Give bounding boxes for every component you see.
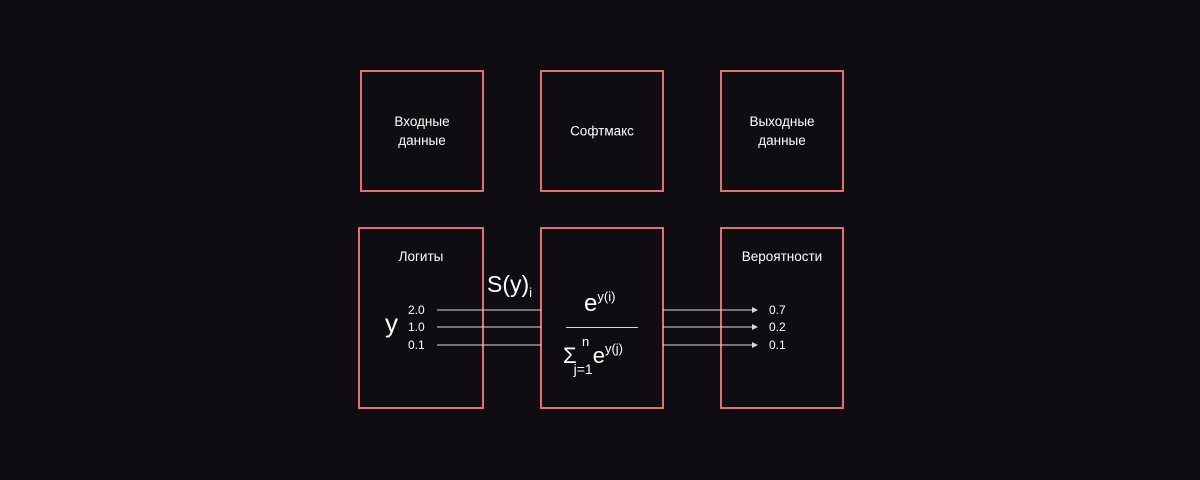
logits-title: Логиты bbox=[398, 249, 444, 264]
softmax-formula-box bbox=[540, 227, 664, 409]
logit-value: 0.1 bbox=[408, 338, 425, 352]
softmax-header-label: Софтмакс bbox=[570, 123, 634, 139]
probability-value: 0.1 bbox=[769, 338, 786, 352]
output-data-label: Выходные данные bbox=[749, 114, 815, 148]
probabilities-box: Вероятности bbox=[720, 227, 844, 409]
numerator-exponent: y(i) bbox=[597, 289, 616, 304]
sum-lower-limit: j=1 bbox=[573, 361, 593, 377]
input-data-label: Входные данные bbox=[394, 114, 450, 148]
input-data-box: Входные данные bbox=[360, 70, 484, 192]
logit-value: 1.0 bbox=[408, 320, 425, 334]
formula-numerator: ey(i) bbox=[584, 289, 615, 318]
softmax-header-box: Софтмакс bbox=[540, 70, 664, 192]
softmax-function-index: i bbox=[529, 285, 533, 300]
probabilities-title: Вероятности bbox=[741, 249, 823, 264]
logits-box: Логиты bbox=[358, 227, 484, 409]
numerator-base: e bbox=[584, 290, 598, 317]
sum-symbol: Σ bbox=[563, 343, 577, 368]
denominator-exponent: y(j) bbox=[604, 341, 623, 356]
softmax-function-label: S(y)i bbox=[487, 271, 532, 300]
sum-upper-limit: n bbox=[582, 334, 590, 349]
probability-value: 0.2 bbox=[769, 320, 786, 334]
logit-variable: y bbox=[385, 308, 398, 338]
softmax-function-name: S(y) bbox=[487, 271, 530, 297]
logit-value: 2.0 bbox=[408, 303, 425, 317]
output-data-box: Выходные данные bbox=[720, 70, 844, 192]
denominator-base: e bbox=[592, 343, 605, 368]
fraction-line bbox=[566, 327, 638, 328]
probability-value: 0.7 bbox=[769, 303, 786, 317]
